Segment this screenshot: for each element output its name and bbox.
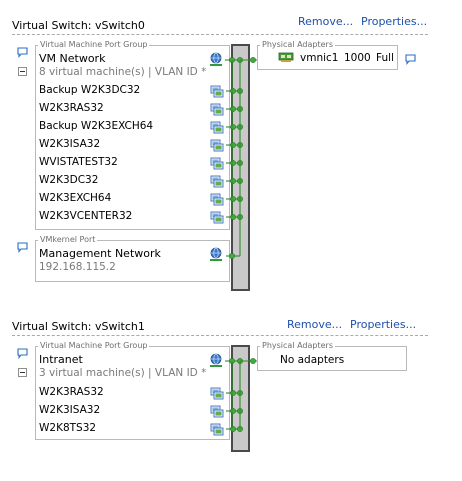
virtual-machine-icon (210, 155, 224, 174)
port-dot (230, 390, 236, 396)
port-dot (229, 253, 235, 259)
adapter-name: vmnic1 (300, 52, 339, 64)
vm-list-item[interactable]: W2K3RAS32 (39, 102, 104, 114)
vm-network-port-group[interactable] (35, 45, 230, 230)
vswitch1-wiring (225, 358, 258, 432)
vswitch0-title: Virtual Switch: vSwitch0 (12, 19, 145, 32)
vm-list-item[interactable]: W2K3VCENTER32 (39, 210, 133, 222)
port-dot (230, 106, 236, 112)
virtual-machine-icon (210, 173, 224, 192)
vswitch0-separator (12, 34, 428, 35)
speech-bubble-icon[interactable] (17, 242, 28, 253)
port-dot (230, 178, 236, 184)
virtual-machine-icon (210, 137, 224, 156)
port-dot (250, 358, 256, 364)
vm-list-item[interactable]: Backup W2K3EXCH64 (39, 120, 154, 132)
vswitch1-separator (12, 335, 428, 336)
port-dot (230, 408, 236, 414)
vmkernel-name: Management Network (39, 247, 161, 260)
adapter-speed: 1000 (344, 52, 371, 64)
vm-list-item[interactable]: W2K3DC32 (39, 174, 99, 186)
collapse-icon[interactable] (18, 67, 27, 76)
virtual-machine-icon (210, 385, 224, 404)
speech-bubble-icon[interactable] (17, 47, 28, 58)
vm-network-subtitle: 8 virtual machine(s) | VLAN ID * (39, 66, 207, 78)
network-globe-icon (210, 247, 222, 261)
vm-list-item[interactable]: Backup W2K3DC32 (39, 84, 141, 96)
port-dot (230, 214, 236, 220)
virtual-machine-icon (210, 209, 224, 228)
collapse-icon[interactable] (18, 368, 27, 377)
vswitch0-remove-link[interactable]: Remove... (298, 15, 354, 28)
virtual-machine-icon (210, 191, 224, 210)
intranet-port-group[interactable] (35, 346, 230, 440)
vmkernel-legend: VMkernel Port (38, 235, 98, 245)
port-dot (250, 57, 256, 63)
speech-bubble-icon[interactable] (17, 348, 28, 359)
nic-card-icon (278, 52, 294, 62)
vswitch1-remove-link[interactable]: Remove... (287, 318, 343, 331)
port-dot (230, 124, 236, 130)
network-globe-icon (210, 353, 222, 367)
physical-adapters-legend: Physical Adapters (260, 40, 335, 50)
virtual-machine-icon (210, 101, 224, 120)
vmkernel-ip: 192.168.115.2 (39, 261, 116, 273)
virtual-machine-icon (210, 403, 224, 422)
intranet-subtitle: 3 virtual machine(s) | VLAN ID * (39, 367, 207, 379)
vm-list-item[interactable]: W2K8TS32 (39, 422, 97, 434)
vswitch0-properties-link[interactable]: Properties... (361, 15, 428, 28)
intranet-legend: Virtual Machine Port Group (38, 341, 150, 351)
virtual-machine-icon (210, 83, 224, 102)
vm-network-name: VM Network (39, 52, 106, 65)
vswitch0-wiring (225, 57, 279, 259)
intranet-name: Intranet (39, 353, 83, 366)
virtual-machine-icon (210, 119, 224, 138)
vswitch1-properties-link[interactable]: Properties... (350, 318, 417, 331)
vm-list-item[interactable]: W2K3ISA32 (39, 138, 101, 150)
vm-list-item[interactable]: WVISTATEST32 (39, 156, 118, 168)
virtual-machine-icon (210, 421, 224, 440)
no-adapters-label: No adapters (280, 354, 345, 366)
vm-network-legend: Virtual Machine Port Group (38, 40, 150, 50)
vswitch1-title: Virtual Switch: vSwitch1 (12, 320, 145, 333)
port-dot (230, 426, 236, 432)
port-dot (230, 196, 236, 202)
vm-list-item[interactable]: W2K3ISA32 (39, 404, 101, 416)
adapter-duplex: Full (376, 52, 394, 64)
physical-adapters-legend: Physical Adapters (260, 341, 335, 351)
port-dot (230, 88, 236, 94)
port-dot (230, 142, 236, 148)
vm-list-item[interactable]: W2K3EXCH64 (39, 192, 112, 204)
speech-bubble-icon[interactable] (405, 54, 419, 65)
port-dot (230, 160, 236, 166)
vm-list-item[interactable]: W2K3RAS32 (39, 386, 104, 398)
vmkernel-port-group[interactable] (35, 240, 230, 282)
network-globe-icon (210, 52, 222, 66)
